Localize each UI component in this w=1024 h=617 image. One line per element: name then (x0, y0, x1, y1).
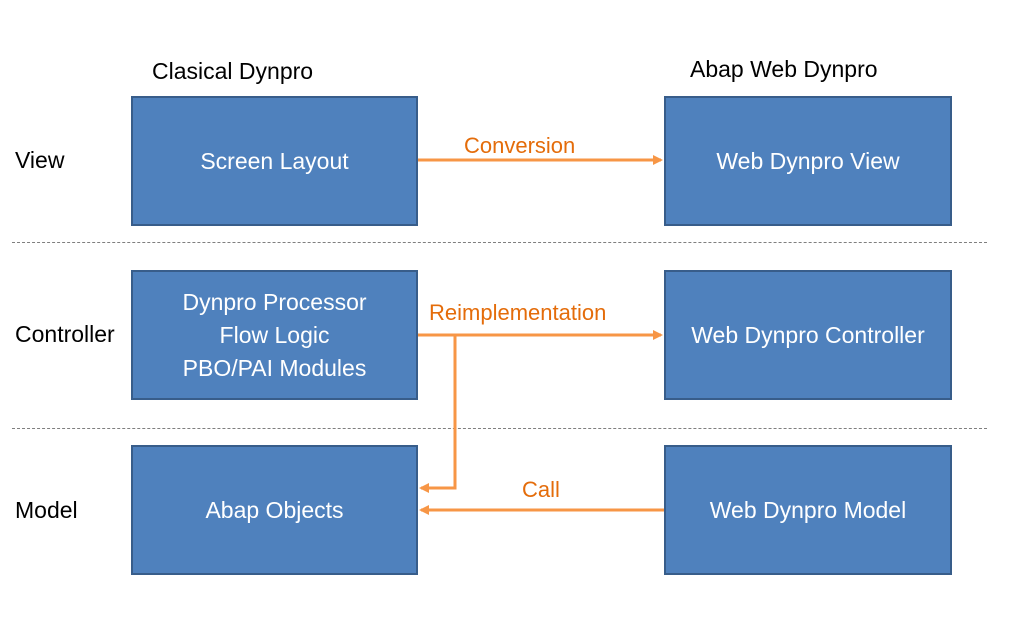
web-dynpro-model-label: Web Dynpro Model (709, 496, 907, 523)
flow-logic-label: Flow Logic (219, 321, 330, 348)
reimplementation-label: Reimplementation (429, 300, 607, 325)
web-dynpro-controller-label: Web Dynpro Controller (691, 321, 925, 348)
reimplementation-branch-arrow (419, 335, 457, 493)
web-dynpro-model-box: Web Dynpro Model (664, 445, 952, 575)
abap-web-dynpro-header: Abap Web Dynpro (690, 56, 878, 82)
web-dynpro-view-label: Web Dynpro View (716, 147, 900, 174)
screen-layout-box: Screen Layout (131, 96, 418, 226)
dynpro-processor-box: Dynpro Processor Flow Logic PBO/PAI Modu… (131, 270, 418, 400)
web-dynpro-view-box: Web Dynpro View (664, 96, 952, 226)
screen-layout-label: Screen Layout (200, 147, 349, 174)
call-label: Call (522, 477, 560, 502)
dynpro-processor-label: Dynpro Processor (182, 288, 367, 315)
pbo-pai-modules-label: PBO/PAI Modules (182, 354, 367, 381)
abap-objects-box: Abap Objects (131, 445, 418, 575)
row-label-view: View (15, 147, 65, 173)
row-label-model: Model (15, 497, 78, 523)
classical-dynpro-header: Clasical Dynpro (152, 58, 314, 84)
divider-view-controller (12, 242, 987, 243)
divider-controller-model (12, 428, 987, 429)
conversion-label: Conversion (464, 133, 576, 158)
row-label-controller: Controller (15, 321, 115, 347)
abap-objects-label: Abap Objects (205, 496, 344, 523)
web-dynpro-controller-box: Web Dynpro Controller (664, 270, 952, 400)
